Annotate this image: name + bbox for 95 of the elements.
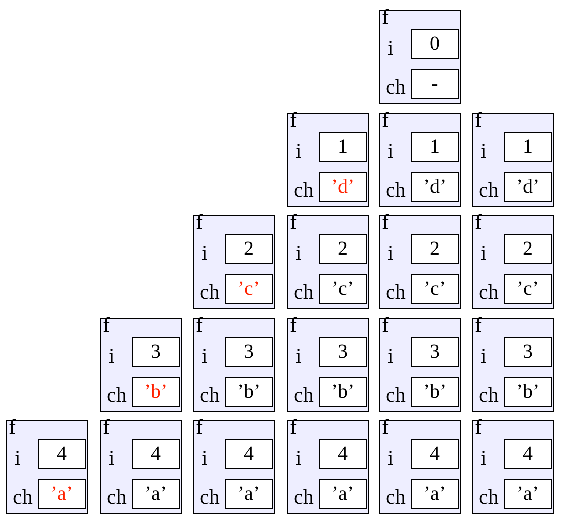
- variable-name: ch: [294, 282, 314, 303]
- variable-name: ch: [200, 487, 220, 508]
- value-box: 0: [411, 29, 459, 59]
- variable-name: ch: [386, 385, 406, 406]
- variable-name: ch: [200, 385, 220, 406]
- variable-name: ch: [386, 487, 406, 508]
- variable-name: i: [481, 141, 487, 162]
- stack-frame: [472, 215, 554, 309]
- value-box: ’a’: [411, 479, 459, 509]
- stack-frame: [379, 10, 461, 104]
- stack-frame: [379, 318, 461, 412]
- value-box: 3: [504, 337, 552, 367]
- variable-name: ch: [200, 282, 220, 303]
- variable-name: i: [388, 346, 394, 367]
- variable-name: i: [202, 346, 208, 367]
- value-box: ’a’: [504, 479, 552, 509]
- value-box: ’d’: [504, 172, 552, 202]
- variable-name: ch: [107, 385, 127, 406]
- variable-name: ch: [479, 282, 499, 303]
- value-box: ’a’: [132, 479, 180, 509]
- variable-name: i: [109, 448, 115, 469]
- stack-frame: [100, 318, 182, 412]
- value-box: 4: [38, 439, 86, 469]
- variable-name: ch: [479, 180, 499, 201]
- variable-name: ch: [294, 385, 314, 406]
- variable-name: ch: [386, 282, 406, 303]
- value-box: ’b’: [132, 377, 180, 407]
- value-box: 1: [504, 132, 552, 162]
- stack-frame: [287, 318, 369, 412]
- value-box: ’b’: [411, 377, 459, 407]
- variable-name: ch: [386, 180, 406, 201]
- value-box: ’b’: [319, 377, 367, 407]
- variable-name: i: [296, 141, 302, 162]
- value-box: 3: [411, 337, 459, 367]
- variable-name: i: [296, 243, 302, 264]
- variable-name: i: [388, 38, 394, 59]
- variable-name: ch: [479, 385, 499, 406]
- variable-name: i: [202, 243, 208, 264]
- variable-name: i: [202, 448, 208, 469]
- variable-name: ch: [294, 487, 314, 508]
- stack-frame: [379, 215, 461, 309]
- value-box: ’a’: [38, 479, 86, 509]
- stack-frame: [193, 318, 275, 412]
- value-box: ’a’: [319, 479, 367, 509]
- variable-name: i: [388, 448, 394, 469]
- value-box: 4: [225, 439, 273, 469]
- value-box: ’c’: [411, 274, 459, 304]
- stack-frame: [472, 420, 554, 514]
- variable-name: i: [481, 346, 487, 367]
- stack-frame: [6, 420, 88, 514]
- value-box: ’c’: [225, 274, 273, 304]
- stack-frame: [472, 113, 554, 207]
- stack-frame: [472, 318, 554, 412]
- value-box: 3: [132, 337, 180, 367]
- value-box: 4: [411, 439, 459, 469]
- value-box: ’d’: [411, 172, 459, 202]
- value-box: ’c’: [319, 274, 367, 304]
- variable-name: i: [15, 448, 21, 469]
- stack-frame: [287, 113, 369, 207]
- value-box: ’b’: [504, 377, 552, 407]
- variable-name: i: [388, 141, 394, 162]
- variable-name: ch: [386, 77, 406, 98]
- stack-frame: [193, 420, 275, 514]
- value-box: 1: [411, 132, 459, 162]
- value-box: 4: [504, 439, 552, 469]
- value-box: ’d’: [319, 172, 367, 202]
- stack-frame: [379, 113, 461, 207]
- value-box: 2: [225, 234, 273, 264]
- variable-name: ch: [294, 180, 314, 201]
- stack-frame: [100, 420, 182, 514]
- stack-frame: [193, 215, 275, 309]
- value-box: ’a’: [225, 479, 273, 509]
- value-box: 3: [319, 337, 367, 367]
- variable-name: ch: [107, 487, 127, 508]
- value-box: 2: [319, 234, 367, 264]
- stack-frame: [287, 215, 369, 309]
- stack-frame: [287, 420, 369, 514]
- variable-name: ch: [13, 487, 33, 508]
- variable-name: i: [109, 346, 115, 367]
- value-box: 2: [411, 234, 459, 264]
- variable-name: i: [388, 243, 394, 264]
- variable-name: i: [296, 346, 302, 367]
- value-box: 2: [504, 234, 552, 264]
- value-box: 4: [132, 439, 180, 469]
- value-box: 1: [319, 132, 367, 162]
- variable-name: i: [296, 448, 302, 469]
- value-box: -: [411, 69, 459, 99]
- variable-name: i: [481, 448, 487, 469]
- variable-name: ch: [479, 487, 499, 508]
- stack-frame: [379, 420, 461, 514]
- value-box: 3: [225, 337, 273, 367]
- value-box: ’c’: [504, 274, 552, 304]
- value-box: 4: [319, 439, 367, 469]
- value-box: ’b’: [225, 377, 273, 407]
- variable-name: i: [481, 243, 487, 264]
